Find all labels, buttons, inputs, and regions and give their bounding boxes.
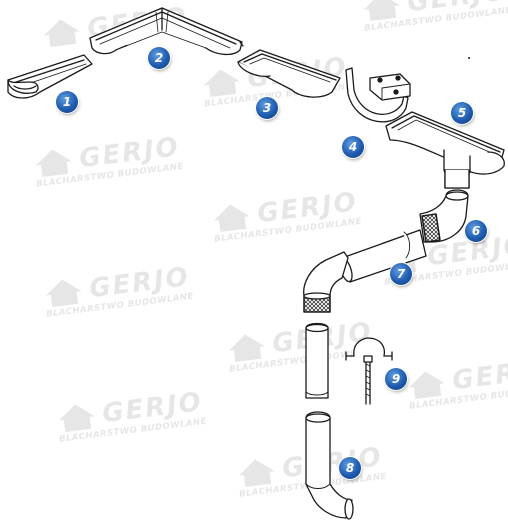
- part-number-badge-6: 6: [465, 220, 487, 242]
- gutter-hook-part: [345, 67, 411, 123]
- part-number-badge-3: 3: [256, 97, 278, 119]
- elbow-part: [419, 189, 469, 243]
- gutter-outlet-part: [385, 111, 505, 189]
- gutter-corner-part: [89, 7, 244, 56]
- gutter-section-part: [237, 49, 341, 98]
- pipe-clamp-part: [345, 337, 393, 405]
- connecting-pipe-part: [303, 229, 427, 313]
- part-number-badge-4: 4: [342, 136, 364, 158]
- part-number-badge-9: 9: [385, 368, 407, 390]
- downpipe-section-part: [305, 322, 329, 399]
- part-number-badge-1: 1: [56, 91, 78, 113]
- part-number-badge-8: 8: [339, 457, 361, 479]
- part-number-badge-2: 2: [148, 47, 170, 69]
- part-number-badge-7: 7: [390, 263, 412, 285]
- dot-mark: [468, 57, 470, 59]
- gutter-end-part: [7, 54, 93, 99]
- part-number-badge-5: 5: [451, 102, 473, 124]
- downpipe-outlet-part: [305, 411, 354, 520]
